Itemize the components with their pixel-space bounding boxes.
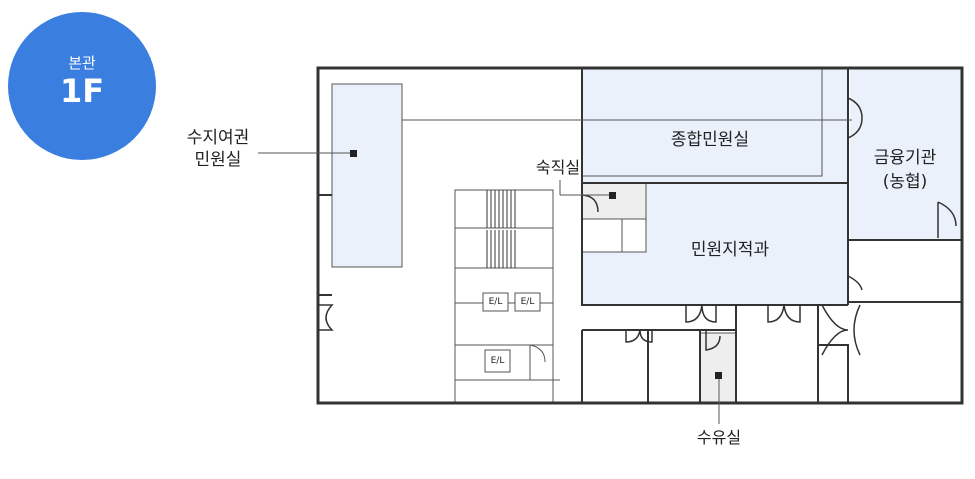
passport-office-marker	[350, 150, 357, 157]
elevator-3-box	[484, 349, 511, 373]
interior-walls	[318, 68, 962, 403]
passport-office-room	[331, 83, 403, 268]
elevator-label: E/L	[520, 297, 535, 307]
passport-office-label-line1: 수지여권	[186, 128, 250, 148]
financial-institution-label-line2: (농협)	[882, 172, 928, 192]
passport-office-label-line2: 민원실	[194, 150, 242, 170]
elevator-2-box	[514, 292, 541, 312]
night-duty-closet	[581, 218, 647, 253]
floor-badge: 본관 1F	[8, 12, 156, 160]
general-civil-office-label: 종합민원실	[670, 130, 750, 150]
financial-institution-room	[850, 68, 962, 240]
nursing-room-marker	[715, 372, 722, 379]
elevator-label: E/L	[490, 356, 505, 366]
elevator-label: E/L	[488, 297, 503, 307]
outer-wall	[316, 66, 964, 405]
floor-label: 1F	[59, 72, 105, 110]
general-civil-office-room	[581, 67, 849, 184]
nursing-room-label: 수유실	[696, 428, 742, 447]
doors	[318, 97, 957, 356]
leader-lines	[258, 119, 852, 424]
financial-institution-label-line1: 금융기관	[873, 148, 937, 168]
night-duty-room	[581, 182, 647, 220]
elevator-1-box	[482, 292, 509, 312]
land-registry-label: 민원지적과	[690, 240, 770, 260]
building-label: 본관	[68, 54, 96, 72]
night-duty-marker	[609, 192, 616, 199]
night-duty-label: 숙직실	[535, 158, 581, 177]
